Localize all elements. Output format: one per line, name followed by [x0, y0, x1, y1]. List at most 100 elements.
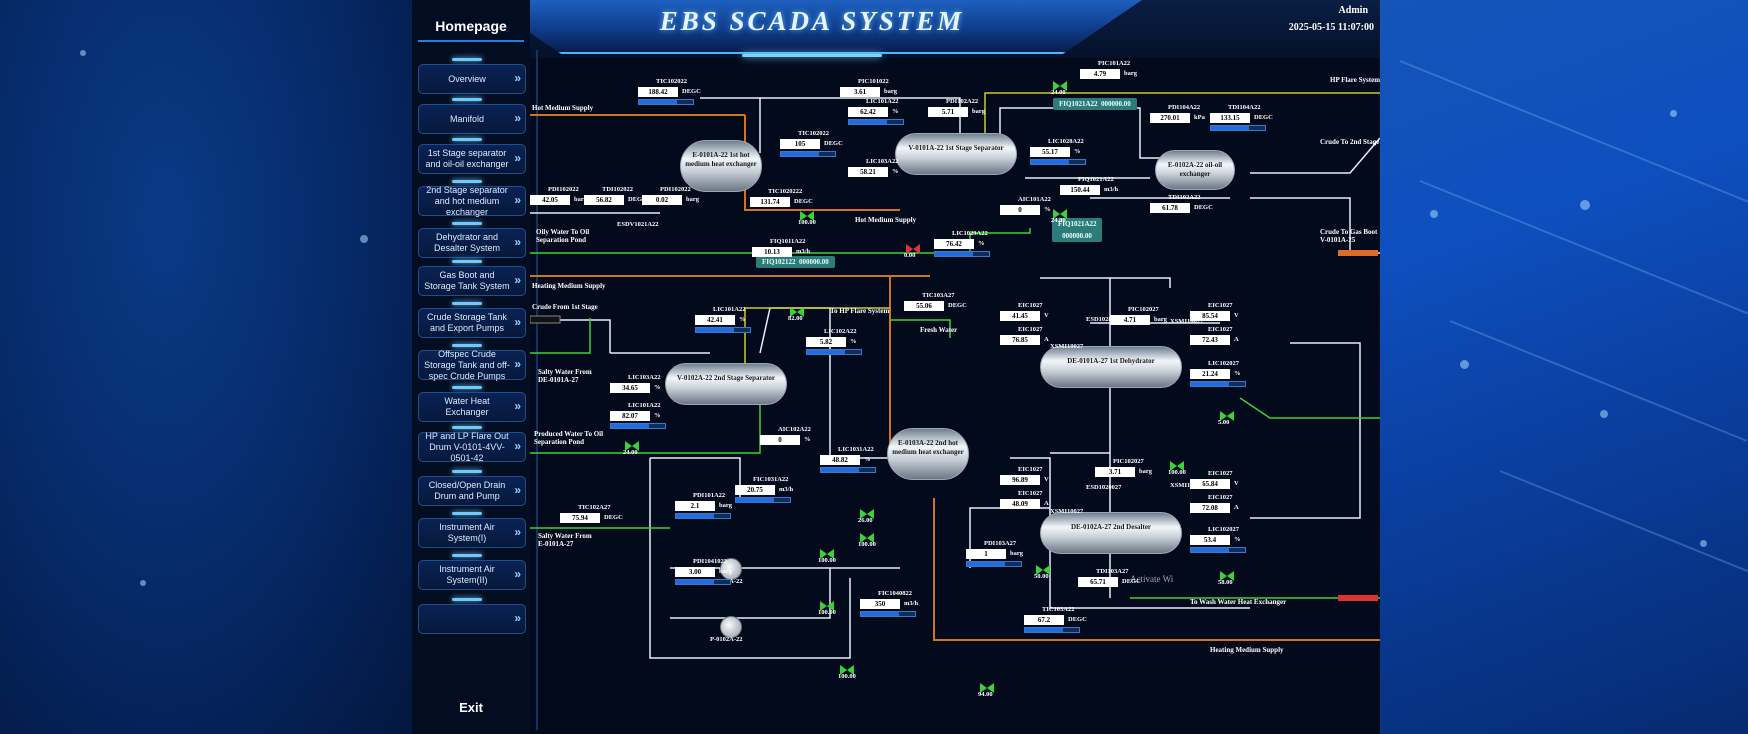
sidebar-item-7[interactable]: Crude Storage Tank and Export Pumps» [418, 308, 526, 338]
sidebar-item-14[interactable]: » [418, 604, 526, 634]
instrument-value: 75.94 [560, 513, 600, 523]
totalizer-c[interactable]: FIQ1021A22 000000.00 [1052, 218, 1102, 242]
instrument-value: 96.89 [1000, 475, 1040, 485]
instrument-tag: LIC102A22 [824, 328, 857, 335]
instrument-tag: PDI102022 [548, 186, 579, 193]
sidebar-item-label: 2nd Stage separator and hot medium excha… [426, 184, 508, 217]
valve-icon[interactable]: 100.00 [818, 598, 836, 616]
esdv-label: ESDV1021A22 [617, 221, 659, 228]
instrument-unit: DEGC [1194, 204, 1213, 211]
sidebar-item-4[interactable]: 2nd Stage separator and hot medium excha… [418, 184, 526, 217]
instrument-value: 48.82 [820, 455, 860, 465]
valve-icon[interactable]: 24.00 [623, 438, 639, 456]
sidebar-item-10[interactable]: HP and LP Flare Out Drum V-0101-4VV-0501… [418, 431, 526, 463]
sidebar-item-2[interactable]: Manifold» [418, 104, 526, 134]
vessel-v0101a22[interactable]: V-0101A-22 1st Stage Separator [895, 133, 1017, 175]
sidebar-item-8[interactable]: Offspec Crude Storage Tank and off-spec … [418, 349, 526, 381]
valve-icon[interactable]: 0.00 [904, 241, 920, 259]
valve-icon[interactable]: 50.00 [1034, 562, 1050, 580]
level-bar [848, 119, 904, 125]
vessel-e0101a22[interactable]: E-0101A-22 1st hot medium heat exchanger [680, 140, 762, 192]
vessel-e0102a22[interactable]: E-0102A-22 oil-oil exchanger [1155, 150, 1235, 190]
sidebar-item-5[interactable]: Dehydrator and Desalter System » [418, 228, 526, 258]
instrument-tag: FIC1040822 [878, 590, 912, 597]
valve-icon[interactable]: 100.00 [858, 530, 876, 548]
pump-label: P-0102A-22 [710, 636, 743, 643]
instrument-unit: barg [884, 88, 897, 95]
instrument-tag: PDI103A27 [984, 540, 1017, 547]
sidebar-item-1[interactable]: Overview» [418, 64, 526, 94]
nav-glow [452, 180, 482, 183]
sidebar-item-13[interactable]: Instrument Air System(II)» [418, 560, 526, 590]
chevron-right-icon: » [514, 235, 521, 249]
valve-icon[interactable]: 100.00 [798, 208, 816, 226]
sidebar-item-label: Dehydrator and Desalter System [433, 232, 501, 253]
level-bar [806, 349, 862, 355]
instrument-value: 105 [780, 139, 820, 149]
instrument-tag: TIC1020222 [768, 188, 803, 195]
sidebar-item-12[interactable]: Instrument Air System(I)» [418, 518, 526, 548]
valve-icon[interactable]: 100.00 [838, 662, 856, 680]
instrument-unit: barg [1139, 468, 1152, 475]
sidebar-item-9[interactable]: Water Heat Exchanger» [418, 392, 526, 422]
instrument-value: 41.45 [1000, 311, 1040, 321]
instrument-tag: PDI102022 [660, 186, 691, 193]
valve-value: 100.00 [818, 609, 836, 616]
valve-icon[interactable]: 100.00 [818, 546, 836, 564]
instrument-unit: m3/h [904, 600, 919, 607]
valve-icon[interactable]: 100.00 [1168, 458, 1186, 476]
vessel-v0102a22[interactable]: V-0102A-22 2nd Stage Separator [665, 363, 787, 405]
pump-p0102a22[interactable] [720, 616, 742, 638]
sidebar-item-11[interactable]: Closed/Open Drain Drum and Pump» [418, 476, 526, 506]
instrument-value: 2.1 [675, 501, 715, 511]
instrument-tag: TDI102A22 [1168, 194, 1201, 201]
chevron-right-icon: » [514, 483, 521, 497]
vessel-e0103a22[interactable]: E-0103A-22 2nd hot medium heat exchanger [887, 428, 969, 480]
label-to-wash-water: To Wash Water Heat Exchanger [1190, 598, 1287, 606]
user-name: Admin [1338, 5, 1368, 16]
valve-value: 100.00 [838, 673, 856, 680]
totalizer-b[interactable]: FIQ102122 000000.00 [756, 256, 835, 268]
instrument-unit: DEGC [604, 514, 623, 521]
valve-icon[interactable]: 5.00 [1218, 408, 1234, 426]
instrument-value: 150.44 [1060, 185, 1100, 195]
instrument-unit: % [1234, 536, 1241, 543]
instrument-value: 55.17 [1030, 147, 1070, 157]
vessel-de0102a27[interactable]: DE-0102A-27 2nd Desalter [1040, 512, 1182, 554]
instrument-unit: V [1044, 312, 1049, 319]
instrument-tag: LIC1031A22 [838, 446, 874, 453]
valve-icon[interactable]: 94.00 [978, 680, 994, 698]
instrument-tag: EIC1027 [1018, 490, 1043, 497]
level-bar [934, 251, 990, 257]
totalizer-a[interactable]: FIQ1021A22 000000.00 [1053, 98, 1137, 110]
instrument-value: 62.42 [848, 107, 888, 117]
instrument-value: 1 [966, 549, 1006, 559]
level-bar [735, 497, 791, 503]
sidebar-item-3[interactable]: 1st Stage separator and oil-oil exchange… [418, 144, 526, 174]
chevron-right-icon: » [514, 357, 521, 371]
chevron-right-icon: » [514, 439, 521, 453]
homepage-label[interactable]: Homepage [435, 18, 507, 34]
background-dot [80, 50, 86, 56]
pump-p0101a22[interactable] [720, 558, 742, 580]
valve-icon[interactable]: 26.00 [858, 506, 874, 524]
esd-label: XSMI10027 [1050, 508, 1084, 515]
exit-button[interactable]: Exit [459, 700, 483, 715]
sidebar-item-6[interactable]: Gas Boot and Storage Tank System» [418, 266, 526, 296]
instrument-value: 3.00 [675, 567, 715, 577]
level-bar [780, 151, 836, 157]
valve-icon[interactable]: 24.00 [1051, 78, 1067, 96]
vessel-de0101a27[interactable]: DE-0101A-27 1st Dehydrator [1040, 346, 1182, 388]
valve-value: 24.00 [1051, 217, 1066, 224]
instrument-tag: EIC1027 [1018, 326, 1043, 333]
valve-icon[interactable]: 82.00 [788, 304, 804, 322]
instrument-value: 3.71 [1095, 467, 1135, 477]
instrument-unit: % [892, 108, 899, 115]
instrument-unit: % [850, 338, 857, 345]
valve-icon[interactable]: 24.00 [1051, 206, 1067, 224]
instrument-unit: % [1074, 148, 1081, 155]
valve-icon[interactable]: 58.00 [1218, 568, 1234, 586]
instrument-tag: EIC1027 [1208, 326, 1233, 333]
nav-glow [452, 598, 482, 601]
nav-glow [452, 426, 482, 429]
